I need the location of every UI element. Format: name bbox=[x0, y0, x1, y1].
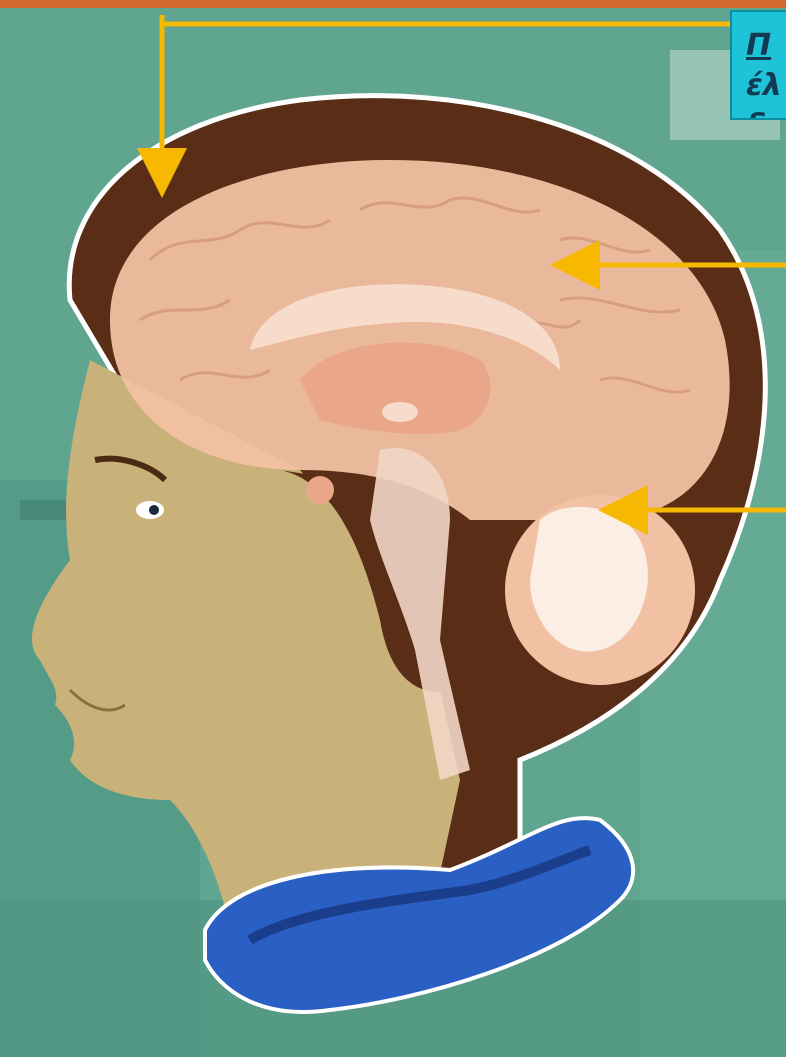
pupil bbox=[149, 505, 159, 515]
pineal bbox=[382, 402, 418, 422]
top-bar bbox=[0, 0, 786, 8]
callout-line-1: Π bbox=[746, 26, 786, 66]
callout-line-2: έλ bbox=[746, 66, 786, 106]
callout-box: Π έλ δι bbox=[730, 10, 786, 120]
callout-line-3: δι bbox=[746, 106, 786, 120]
pituitary bbox=[306, 476, 334, 504]
